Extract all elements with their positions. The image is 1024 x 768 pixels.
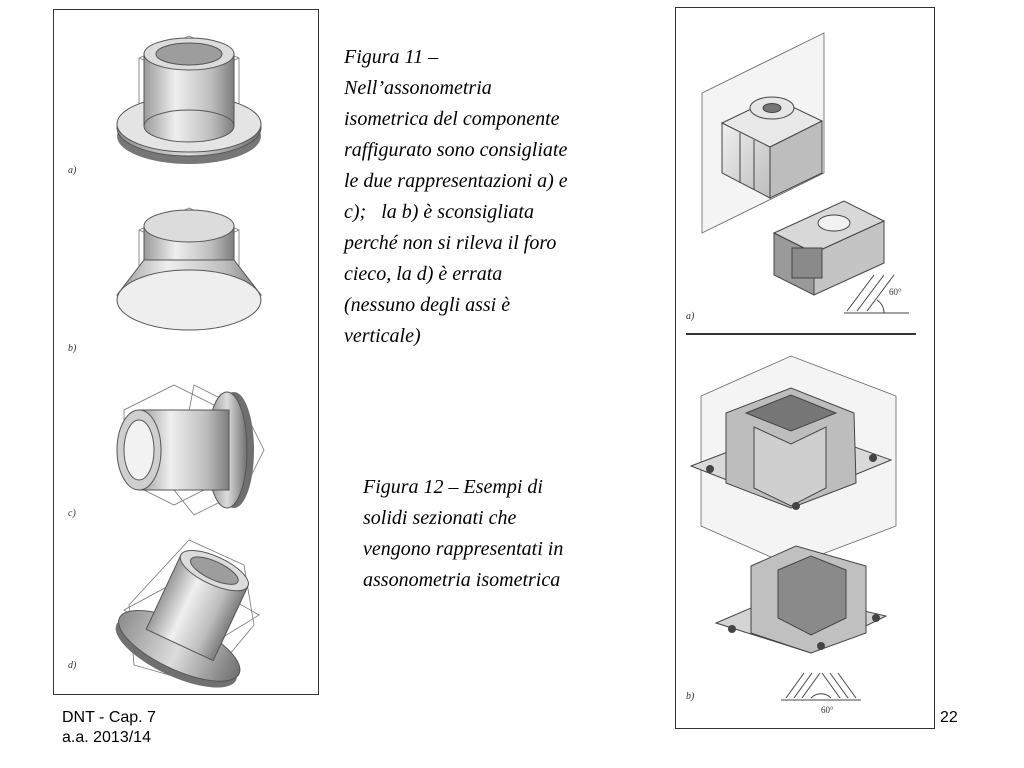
figure-12-label-b: b): [686, 691, 695, 702]
figure-11-label-d: d): [68, 660, 77, 671]
caption-line: isometrica del componente: [344, 108, 560, 130]
figure-11-caption: Figura 11 – Nell’assonometria isometrica…: [344, 42, 644, 352]
figure-11a-illustration: [116, 35, 262, 164]
figure-12b-angle: 60°: [821, 705, 834, 715]
figure-12-caption: Figura 12 – Esempi di solidi sezionati c…: [363, 472, 633, 596]
caption-line: (nessuno degli assi è: [344, 294, 511, 316]
caption-line: assonometria isometrica: [363, 569, 561, 591]
caption-line: solidi sezionati che: [363, 507, 517, 529]
caption-line: Nell’assonometria: [344, 77, 492, 99]
figure-12a-angle: 60°: [889, 287, 902, 297]
figure-11c-illustration: [116, 384, 265, 516]
caption-line: Figura 12 – Esempi di: [363, 476, 543, 498]
figure-12b-illustration: [689, 355, 897, 701]
figure-11-label-c: c): [68, 508, 76, 519]
figure-11-label-b: b): [68, 343, 77, 354]
caption-line: c); la b) è sconsigliata: [344, 201, 534, 223]
figure-12-panel: 60° a) 60° b): [675, 7, 935, 729]
page-number: 22: [940, 709, 958, 726]
figure-12-label-a: a): [686, 311, 695, 322]
caption-line: cieco, la d) è errata: [344, 263, 503, 285]
figure-12a-illustration: [701, 32, 909, 314]
figure-11b-illustration: [115, 207, 263, 331]
caption-line: verticale): [344, 325, 421, 347]
footer-year: a.a. 2013/14: [62, 729, 151, 746]
footer-course: DNT - Cap. 7: [62, 709, 156, 726]
caption-line: le due rappresentazioni a) e: [344, 170, 568, 192]
caption-line: raffigurato sono consigliate: [344, 139, 568, 161]
caption-line: Figura 11 –: [344, 46, 439, 68]
footer-course-info: DNT - Cap. 7 a.a. 2013/14: [62, 708, 156, 748]
caption-line: vengono rappresentati in: [363, 538, 564, 560]
figure-11d-illustration: [115, 539, 260, 688]
figure-12-divider: [686, 333, 916, 335]
figure-11-panel: a) b) c): [53, 9, 319, 695]
caption-line: perché non si rileva il foro: [344, 232, 557, 254]
figure-11-label-a: a): [68, 165, 77, 176]
